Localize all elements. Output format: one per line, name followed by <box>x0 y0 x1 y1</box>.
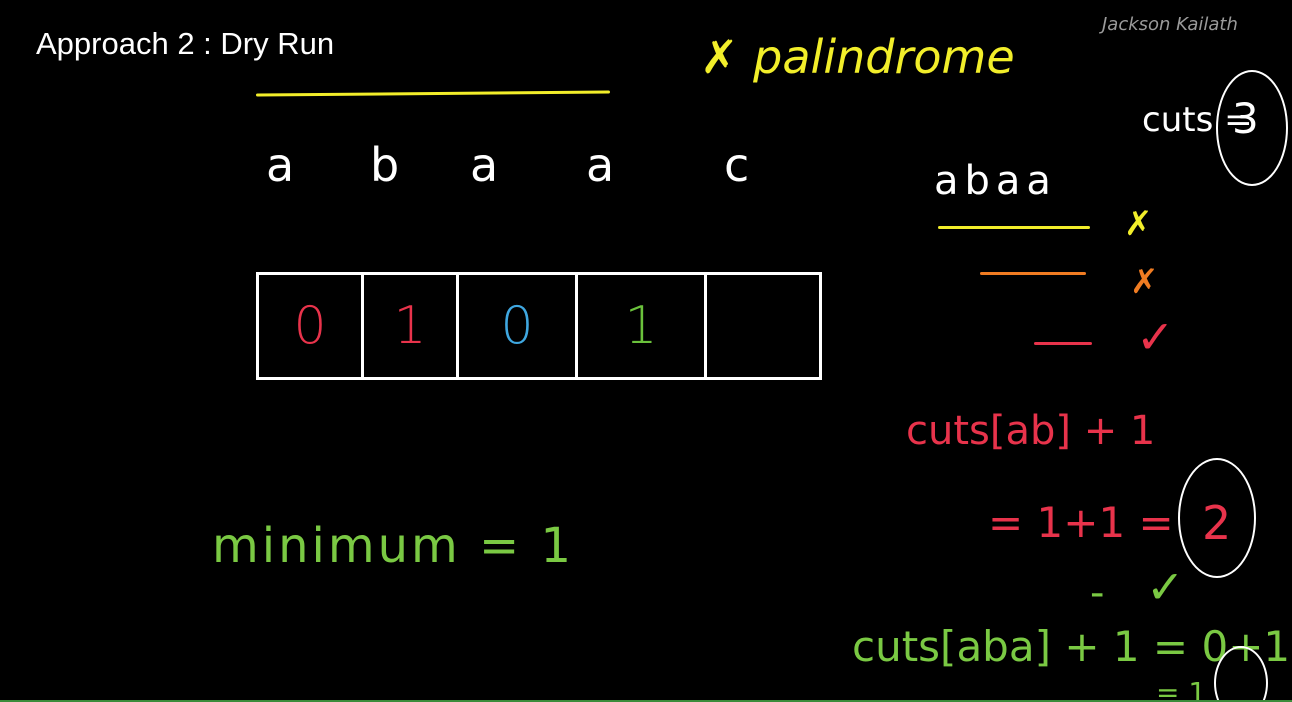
string-letter: a <box>586 138 615 192</box>
string-letter: a <box>266 138 295 192</box>
string-letter: a <box>470 138 499 192</box>
substring-label: abaa <box>934 158 1057 204</box>
minimum-note: minimum = 1 <box>212 518 575 574</box>
dp-cell-value: 1 <box>393 296 427 356</box>
cross-mark-orange: ✗ <box>1130 262 1159 302</box>
cuts-value-circle <box>1216 70 1288 186</box>
dp-cell <box>704 272 822 380</box>
dp-cell-value: 0 <box>500 296 534 356</box>
dp-cell: 1 <box>575 272 707 380</box>
dp-cell-value: 0 <box>293 296 327 356</box>
check-mark-green: ✓ <box>1146 560 1185 614</box>
cross-mark-yellow: ✗ <box>1124 204 1153 244</box>
author-watermark: Jackson Kailath <box>1102 14 1238 35</box>
check-mark-red: ✓ <box>1136 310 1175 364</box>
substring-abaa-stroke <box>938 226 1090 229</box>
yellow-underline-stroke <box>255 90 611 97</box>
dash-mark: - <box>1090 570 1105 616</box>
dp-cell: 0 <box>256 272 364 380</box>
string-letter: b <box>370 138 400 192</box>
substring-baa-stroke <box>980 272 1086 275</box>
result-one-circle <box>1214 646 1268 702</box>
slide-title: Approach 2 : Dry Run <box>36 26 335 61</box>
eq-one-plus-one: = 1+1 = <box>988 498 1174 547</box>
cuts-ab-formula: cuts[ab] + 1 <box>906 408 1156 454</box>
result-two-circle <box>1178 458 1256 578</box>
dp-cell: 0 <box>456 272 578 380</box>
substring-aa-stroke <box>1034 342 1092 345</box>
eq-one: = 1 <box>1156 676 1207 702</box>
not-palindrome-note: ✗ palindrome <box>700 30 1015 84</box>
bottom-edge-line <box>0 700 1292 702</box>
dp-cell: 1 <box>361 272 459 380</box>
dp-cell-value: 1 <box>624 296 658 356</box>
string-letter: c <box>724 138 750 192</box>
